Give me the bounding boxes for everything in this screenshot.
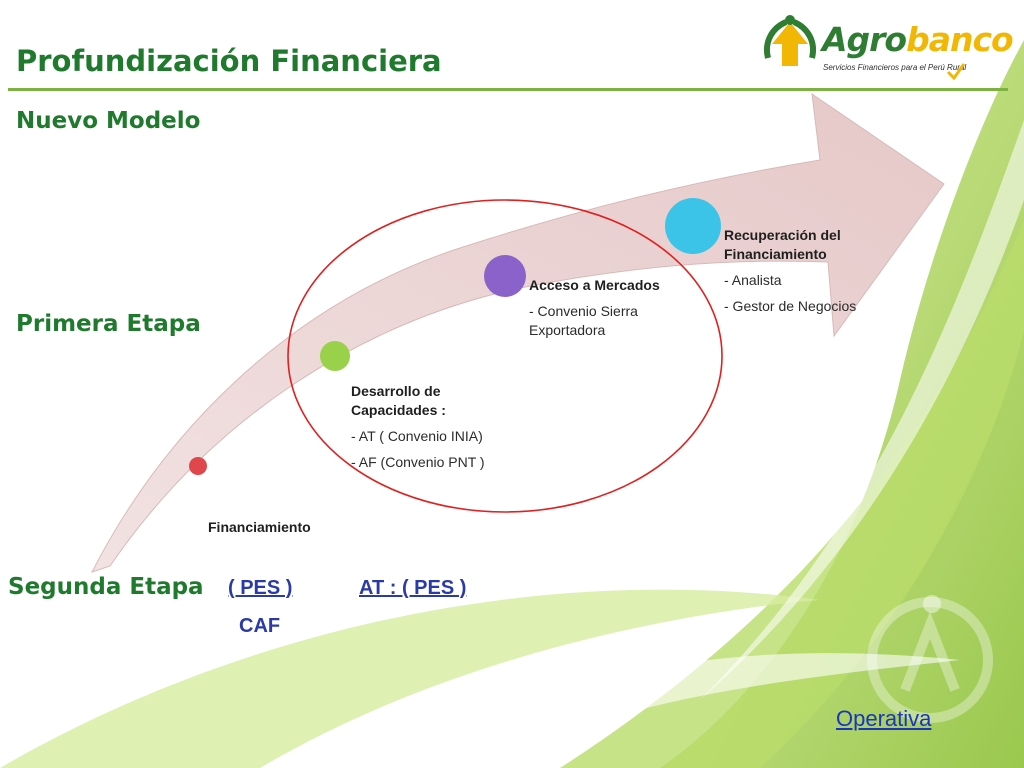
step-title: Recuperación del Financiamiento [724,227,841,262]
brand-name-part1: Agro [822,20,907,59]
subtitle: Nuevo Modelo [16,108,201,134]
highlight-circle [287,199,723,513]
step-line: - Analista [724,272,782,288]
step-line: - AF (Convenio PNT ) [351,454,485,470]
process-arrow [90,92,945,573]
stage-label-first: Primera Etapa [16,311,201,337]
step-title: Financiamiento [208,519,311,535]
operativa-link[interactable]: Operativa [836,706,932,731]
stage-label-second: Segunda Etapa [8,574,204,600]
step-financiamiento: Financiamiento [208,518,311,537]
checkmark-icon [946,63,966,80]
green-swoosh-bottom [0,589,820,768]
at-pes-link[interactable]: AT : ( PES ) [359,577,467,599]
watermark-logo [867,597,993,723]
step-dot-financiamiento [189,457,207,475]
step-desarrollo: Desarrollo de Capacidades : - AT ( Conve… [351,382,511,472]
step-dot-acceso [484,255,526,297]
agrobanco-logo: Agrobanco Servicios Financieros para el … [760,14,1014,84]
brand-name: Agrobanco [822,20,1014,59]
title-divider [8,88,1008,91]
green-swoosh-right [660,40,1024,768]
step-dot-recuperacion [665,198,721,254]
step-line: - Convenio Sierra Exportadora [529,303,638,338]
white-streak-2 [420,653,960,768]
pes-link[interactable]: ( PES ) [228,577,293,599]
step-line: - Gestor de Negocios [724,298,857,314]
step-dot-desarrollo [320,341,350,371]
caf-label: CAF [239,615,281,637]
step-recuperacion: Recuperación del Financiamiento - Analis… [724,226,874,316]
step-title: Acceso a Mercados [529,277,660,293]
step-acceso: Acceso a Mercados - Convenio Sierra Expo… [529,276,689,340]
step-line: - AT ( Convenio INIA) [351,428,483,444]
brand-name-part2: banco [906,20,1014,59]
brand-tagline: Servicios Financieros para el Perú Rural [823,63,967,72]
agrobanco-emblem-icon [764,15,816,66]
page-title: Profundización Financiera [16,44,442,78]
step-title: Desarrollo de Capacidades : [351,383,446,418]
